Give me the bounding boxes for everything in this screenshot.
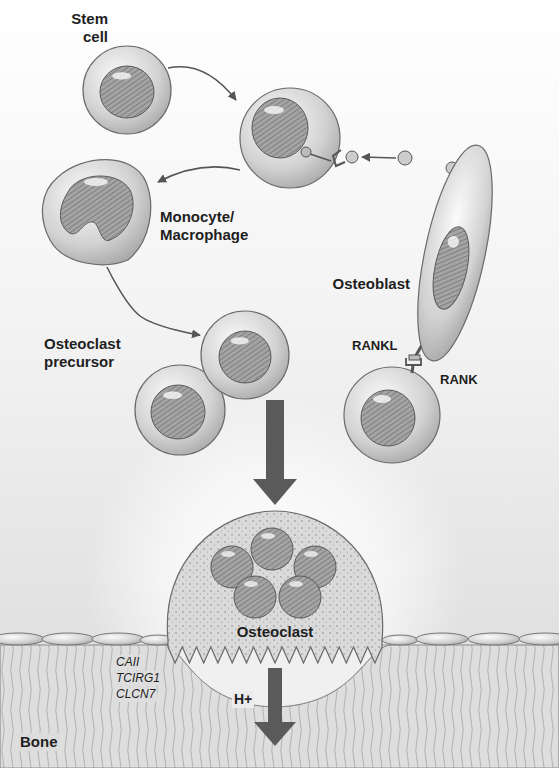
cell-label: Osteoblast: [326, 275, 410, 293]
lining-cell: [519, 633, 559, 645]
cell-body: [83, 46, 171, 134]
ion-label: H+: [232, 691, 254, 708]
nucleus: [151, 385, 205, 439]
cell-label: Osteoclast precursor: [44, 335, 132, 371]
lining-cell: [382, 635, 418, 645]
rank-receptor: [412, 365, 413, 373]
secretion-arrow: [362, 157, 396, 158]
highlight: [373, 395, 391, 403]
highlight: [244, 581, 258, 587]
highlight: [264, 106, 284, 114]
nucleus: [60, 176, 133, 241]
cycle-arrow: [168, 67, 236, 100]
lining-cell: [92, 633, 144, 645]
cell: Osteoclast precursor: [200, 310, 290, 400]
connector-arrow: [107, 267, 200, 335]
cell: Stem cell: [82, 45, 172, 135]
vesicle: [346, 151, 358, 163]
cell-body: [167, 511, 382, 663]
lining-cell: [42, 633, 94, 645]
intermediate-cell: [240, 88, 345, 188]
cell-drawing: [135, 311, 289, 455]
label-holder: RANK: [438, 370, 480, 388]
nucleus: [427, 224, 476, 313]
tissue-label: Bone: [18, 733, 60, 751]
cell-shape: [38, 152, 153, 267]
cell: Monocyte/ Macrophage: [38, 152, 153, 267]
nucleus: [100, 66, 154, 118]
vesicle: [398, 151, 412, 165]
label-holder: CLCN7: [114, 684, 157, 702]
cell-shape: [160, 505, 390, 665]
signal-name: RANKL: [350, 338, 400, 354]
cell-body: [344, 367, 440, 463]
highlight: [289, 581, 303, 587]
highlight: [447, 235, 460, 249]
gene-name: CAII: [114, 655, 141, 670]
cell-label: Osteoclast: [160, 623, 390, 641]
lining-cell: [416, 633, 468, 645]
gene-name: TCIRG1: [114, 671, 162, 686]
highlight: [163, 391, 182, 399]
cell-body: [403, 139, 507, 367]
cell-body: [240, 88, 340, 188]
signal-name: RANK: [438, 372, 480, 388]
cell-drawing: [42, 160, 150, 265]
rankl-ligand: [409, 355, 420, 360]
highlight: [304, 551, 318, 557]
lining-cell: [468, 633, 520, 645]
rank-cell: [344, 367, 440, 463]
cell-label: Stem cell: [62, 10, 108, 46]
label-holder: Bone: [18, 733, 60, 751]
highlight: [221, 551, 235, 557]
cell-body: [201, 311, 289, 399]
highlight: [112, 72, 131, 79]
nucleus: [234, 576, 276, 618]
cell-drawing: [83, 46, 171, 134]
nucleus: [279, 576, 321, 618]
nucleus: [251, 528, 293, 570]
nucleus: [361, 390, 415, 446]
cell: Osteoblast: [418, 138, 493, 368]
gene-name: CLCN7: [114, 687, 157, 702]
label-holder: TCIRG1: [114, 668, 162, 686]
nucleus: [219, 331, 271, 383]
cell: Osteoclast: [160, 505, 390, 665]
receptor: [333, 150, 345, 166]
highlight: [261, 533, 275, 539]
proton-arrow: [254, 668, 296, 746]
cycle-arrow: [158, 167, 240, 182]
cell-drawing: [403, 139, 507, 367]
block-arrow: [253, 400, 297, 505]
cell-label: Monocyte/ Macrophage: [160, 208, 260, 244]
cell-body: [42, 160, 150, 265]
highlight: [231, 337, 249, 344]
highlight: [84, 178, 108, 186]
nucleus: [252, 98, 308, 158]
cell-shape: [82, 45, 172, 135]
signal-stalk: [310, 154, 331, 161]
label-holder: CAII: [114, 652, 141, 670]
cell-shape: [200, 310, 290, 400]
lining-cell: [0, 633, 44, 645]
cell-drawing: [167, 511, 382, 663]
vesicle: [301, 147, 311, 157]
cell-shape: [418, 138, 493, 368]
label-holder: RANKL: [350, 336, 400, 354]
bone: [0, 645, 559, 768]
label-holder: H+: [232, 690, 254, 708]
rank-receptor: [406, 358, 421, 365]
